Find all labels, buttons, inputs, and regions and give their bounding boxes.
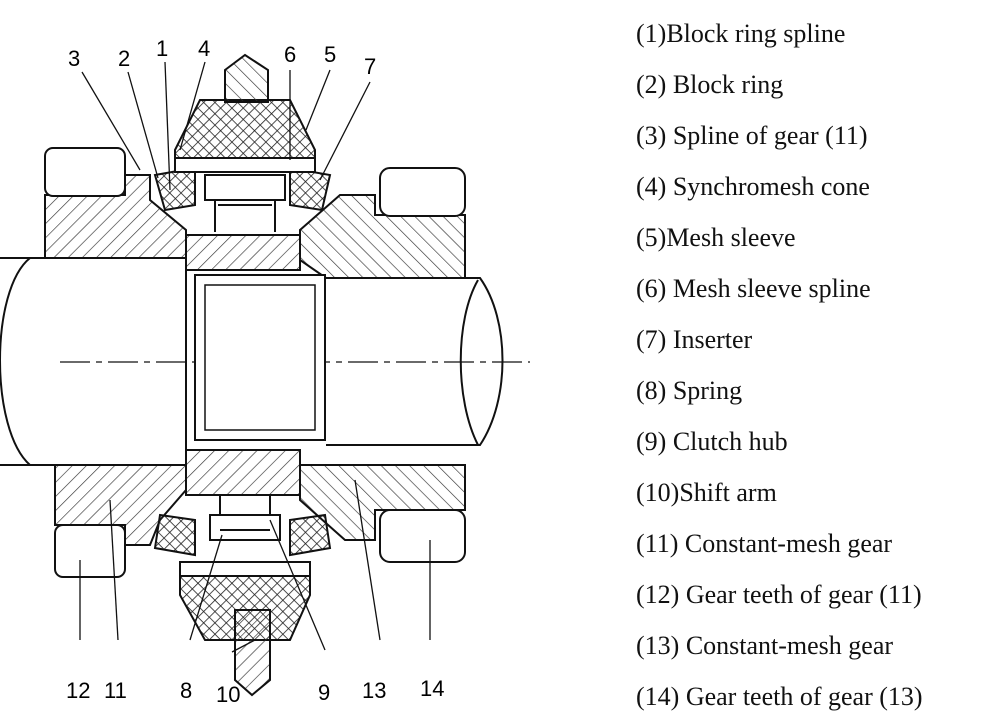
sleeve-spline-upper (174, 157, 316, 173)
legend-item-8: (8) Spring (636, 376, 743, 405)
legend-item-12: (12) Gear teeth of gear (11) (636, 580, 922, 609)
inserter-upper (204, 174, 286, 201)
bore-inner (204, 284, 316, 431)
callout-6: 6 (284, 42, 296, 67)
shift-arm-upper (224, 53, 269, 103)
leader-2 (127, 71, 159, 179)
parts-legend: (1)Block ring spline (2) Block ring (3) … (636, 8, 1004, 722)
leader-3 (81, 71, 141, 171)
block-ring-left-lower (153, 513, 196, 557)
leader-1 (164, 61, 171, 191)
leader-7 (319, 81, 371, 181)
callout-5: 5 (324, 42, 336, 67)
callout-8: 8 (180, 678, 192, 703)
shift-arm-lower (234, 609, 271, 697)
leader-11 (109, 499, 119, 641)
legend-item-1: (1)Block ring spline (636, 19, 846, 48)
legend-item-10: (10)Shift arm (636, 478, 777, 507)
callout-1: 1 (156, 36, 168, 61)
gear-teeth-14-lower (379, 509, 466, 563)
callout-13: 13 (362, 678, 386, 703)
legend-item-6: (6) Mesh sleeve spline (636, 274, 871, 303)
callout-12: 12 (66, 678, 90, 703)
legend-item-14: (14) Gear teeth of gear (13) (636, 682, 923, 711)
callout-2: 2 (118, 46, 130, 71)
spring-lower (219, 495, 271, 531)
gear-teeth-14-upper (379, 167, 466, 217)
legend-item-9: (9) Clutch hub (636, 427, 788, 456)
callout-11: 11 (104, 678, 127, 703)
callout-14: 14 (420, 676, 444, 701)
clutch-hub-upper (185, 234, 301, 271)
gear-teeth-12-upper (44, 147, 126, 197)
callout-3: 3 (68, 46, 80, 71)
callout-10: 10 (216, 682, 240, 707)
bore (194, 274, 326, 441)
leader-4 (179, 61, 206, 151)
block-ring-left-upper (153, 166, 196, 212)
legend-item-2: (2) Block ring (636, 70, 784, 99)
legend-item-5: (5)Mesh sleeve (636, 223, 796, 252)
callout-9: 9 (318, 680, 330, 705)
leader-5 (305, 69, 331, 131)
shaft-left-end (0, 257, 31, 466)
clutch-hub-lower (185, 449, 301, 496)
legend-item-7: (7) Inserter (636, 325, 753, 354)
gear-teeth-12-lower (54, 524, 126, 578)
block-ring-right-upper (289, 166, 332, 212)
leader-9 (269, 519, 326, 651)
shaft-right-end (459, 279, 479, 446)
leader-10 (231, 639, 256, 653)
synchromesh-section-drawing: 3 2 1 4 6 5 7 12 11 8 10 9 13 14 (0, 36, 530, 707)
block-ring-right-lower (289, 513, 332, 557)
legend-item-4: (4) Synchromesh cone (636, 172, 870, 201)
inserter-lower (209, 514, 281, 541)
spring-upper (214, 200, 276, 232)
gear-13-lower (299, 464, 466, 541)
legend-item-3: (3) Spline of gear (11) (636, 121, 868, 150)
leader-13 (354, 479, 381, 641)
legend-item-11: (11) Constant-mesh gear (636, 529, 893, 558)
legend-item-13: (13) Constant-mesh gear (636, 631, 894, 660)
leader-8 (189, 534, 223, 641)
callout-7: 7 (364, 54, 376, 79)
callout-4: 4 (198, 36, 210, 61)
